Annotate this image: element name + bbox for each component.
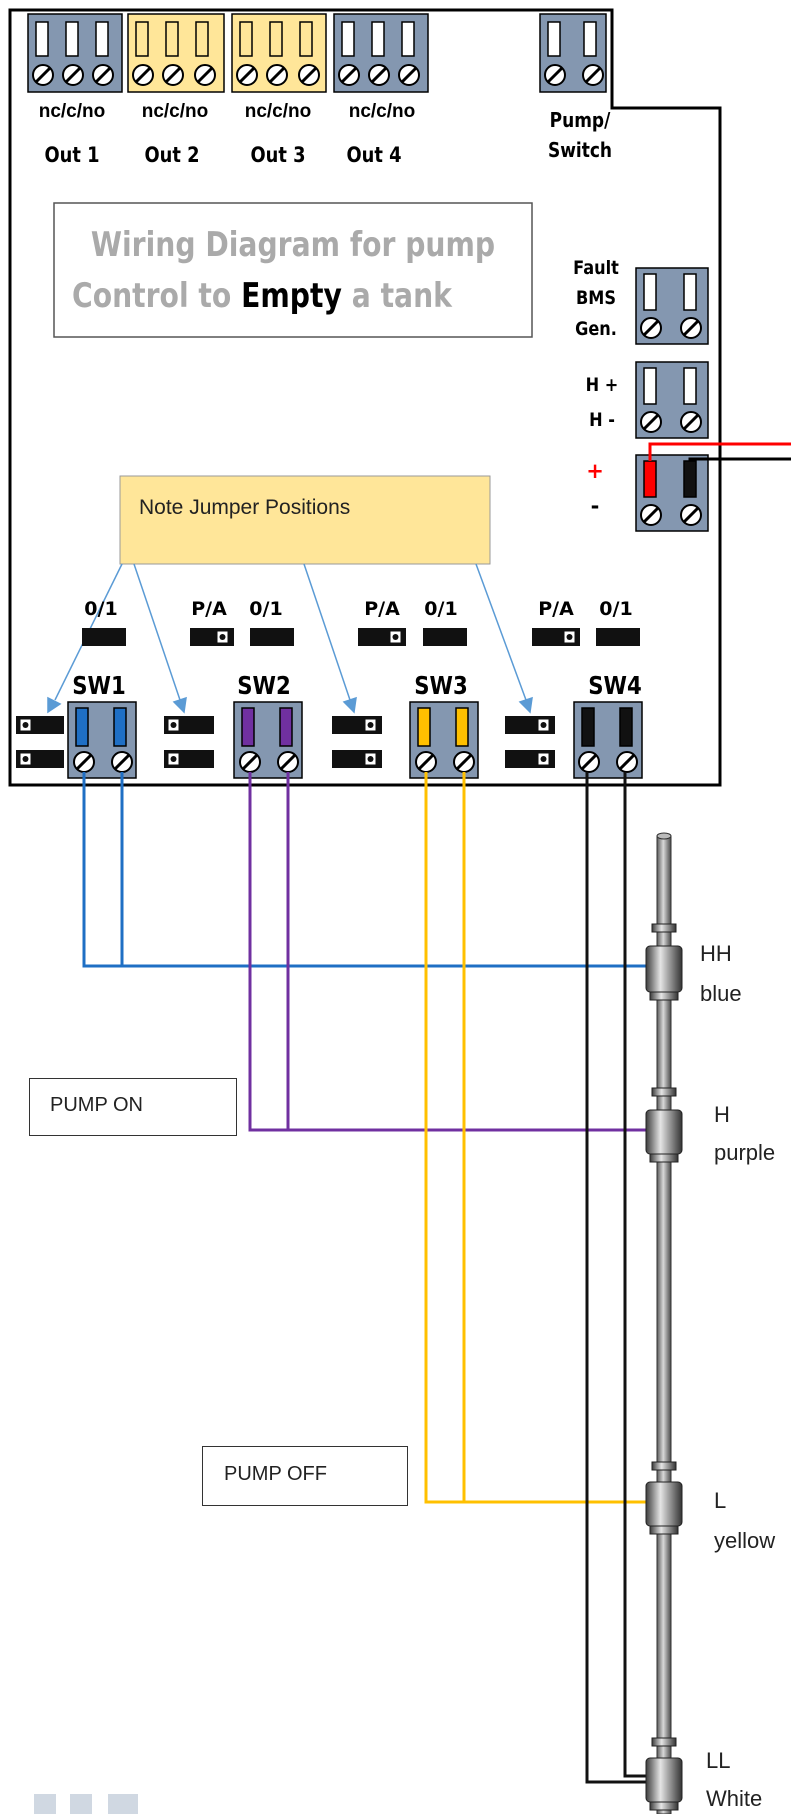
float-switch-l — [645, 1461, 683, 1535]
sw2-label: SW2 — [237, 671, 291, 700]
jumper-label-o1-sw3: 0/1 — [424, 598, 457, 620]
diagram-title-line2: Control to Empty a tank — [72, 277, 453, 316]
title-box — [53, 202, 533, 338]
float-switch-h — [645, 1087, 683, 1163]
sw3-terminal — [409, 701, 479, 779]
sensor-hh-color: blue — [700, 981, 742, 1006]
wire-black-ll — [585, 772, 655, 1784]
sw3-label: SW3 — [414, 671, 468, 700]
pump-switch-label-1: Pump/ — [550, 110, 611, 133]
title-emphasis: Empty — [241, 277, 342, 316]
jumper-row-top — [82, 628, 640, 646]
out2-contact-label: nc/c/no — [142, 101, 209, 122]
relay-terminal-out3 — [231, 13, 327, 93]
out1-contact-label: nc/c/no — [39, 101, 106, 122]
jumper-label-o1-sw2: 0/1 — [249, 598, 282, 620]
sensor-ll-color: White — [706, 1786, 762, 1811]
relay-terminal-out2 — [127, 13, 225, 93]
out1-label: Out 1 — [45, 143, 100, 168]
h-plus-label: H + — [586, 375, 619, 397]
pump-switch-terminal — [539, 13, 607, 93]
jumper-label-pa-sw2: P/A — [191, 598, 227, 620]
jumper-row-side — [16, 716, 555, 768]
level-sensor-rod — [656, 832, 672, 1814]
title-line2-a: Control to — [72, 277, 241, 316]
sw1-label: SW1 — [72, 671, 126, 700]
diagram-title-line1: Wiring Diagram for pump — [91, 226, 495, 265]
wire-blue-hh — [82, 772, 655, 968]
float-switch-hh — [645, 923, 683, 1001]
sw4-terminal — [573, 701, 643, 779]
power-wire-positive — [648, 442, 791, 461]
faint-watermark-fragment — [34, 1794, 138, 1814]
fault-terminal — [635, 267, 709, 345]
float-switch-ll — [645, 1737, 683, 1811]
minus-label: - — [591, 494, 600, 518]
title-line2-c: a tank — [342, 277, 453, 316]
jumper-label-pa-sw4: P/A — [538, 598, 574, 620]
fault-label-1: Fault — [573, 258, 619, 280]
power-wire-negative — [688, 457, 791, 461]
out3-contact-label: nc/c/no — [245, 101, 312, 122]
wire-yellow-l — [424, 772, 655, 1504]
note-box — [119, 475, 491, 565]
out4-contact-label: nc/c/no — [349, 101, 416, 122]
jumper-label-o1-sw4: 0/1 — [599, 598, 632, 620]
pump-off-box: PUMP OFF — [202, 1446, 408, 1506]
fault-label-3: Gen. — [575, 319, 617, 341]
sw2-terminal — [233, 701, 303, 779]
h-terminal — [635, 361, 709, 439]
pump-off-label: PUMP OFF — [224, 1463, 327, 1485]
sensor-ll-level: LL — [706, 1748, 730, 1773]
sw1-terminal — [67, 701, 137, 779]
pump-switch-label-2: Switch — [548, 140, 612, 163]
h-minus-label: H - — [589, 410, 615, 432]
jumper-label-pa-sw3: P/A — [364, 598, 400, 620]
sensor-h-level: H — [714, 1102, 730, 1127]
controller-board — [8, 8, 722, 787]
pump-on-box: PUMP ON — [29, 1078, 237, 1136]
plus-label: + — [586, 459, 604, 483]
power-terminal — [635, 454, 709, 532]
sw4-label: SW4 — [588, 671, 642, 700]
jumper-label-o1-sw1: 0/1 — [84, 598, 117, 620]
wire-purple-h — [248, 772, 655, 1132]
sensor-h-color: purple — [714, 1140, 775, 1165]
pump-on-label: PUMP ON — [50, 1094, 143, 1116]
out2-label: Out 2 — [145, 143, 200, 168]
out3-label: Out 3 — [251, 143, 306, 168]
sensor-l-color: yellow — [714, 1528, 775, 1553]
fault-label-2: BMS — [576, 288, 616, 310]
relay-terminal-out1 — [27, 13, 123, 93]
relay-terminal-out4 — [333, 13, 429, 93]
out4-label: Out 4 — [347, 143, 402, 168]
sensor-l-level: L — [714, 1488, 726, 1513]
note-text: Note Jumper Positions — [139, 496, 350, 519]
sensor-hh-level: HH — [700, 941, 732, 966]
